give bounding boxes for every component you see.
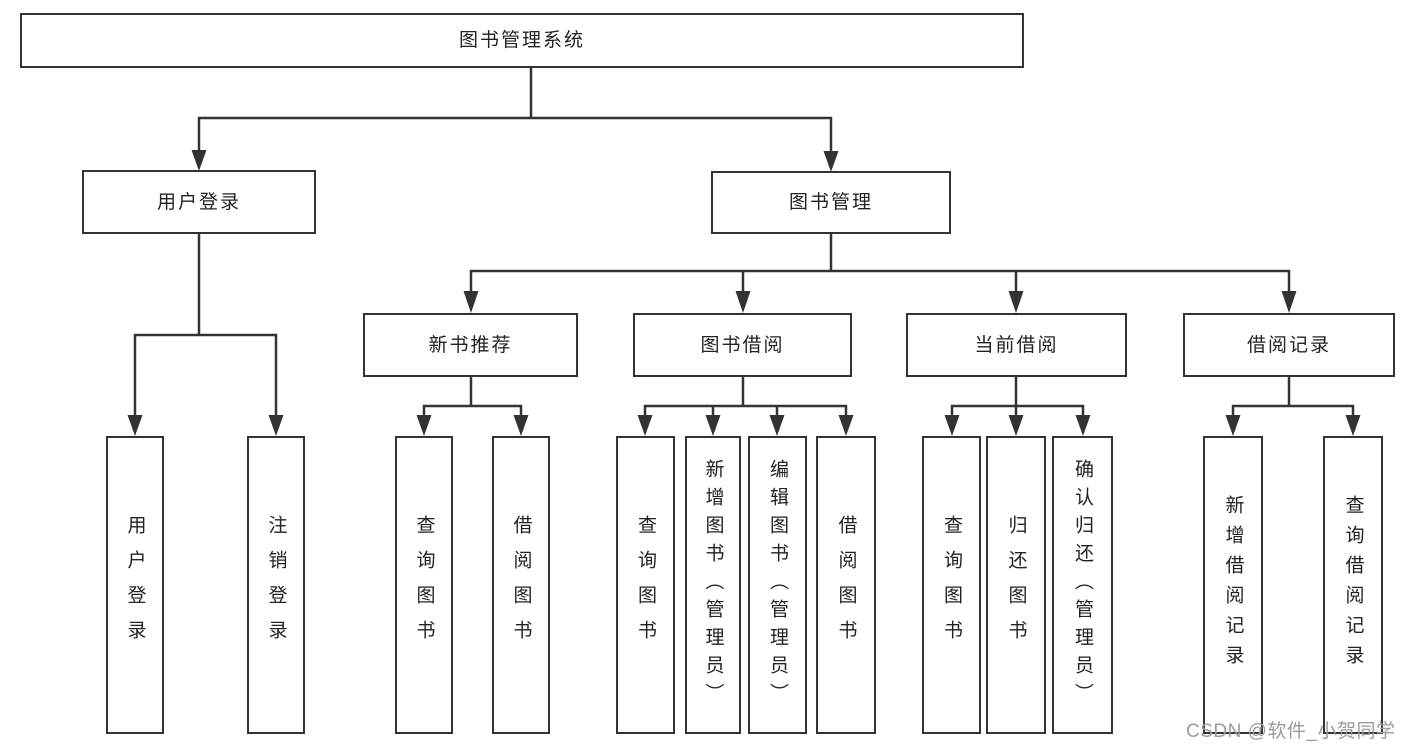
node-label: 用户登录 — [124, 515, 146, 655]
edges-borrowing-records — [1225, 375, 1361, 436]
node-book-borrowing: 图书借阅 — [633, 313, 852, 377]
csdn-watermark: CSDN @软件_小贺同学 — [1186, 721, 1396, 742]
node-leaf-borrow-books-2: 借阅图书 — [816, 436, 876, 734]
node-label: 编辑图书（管理员） — [767, 459, 788, 711]
edges-user-login — [127, 231, 284, 436]
node-leaf-confirm-return-admin: 确认归还（管理员） — [1052, 436, 1113, 734]
edges-new-book-recommendation — [416, 375, 529, 436]
node-label: 图书管理 — [788, 192, 873, 213]
node-label: 查询图书 — [941, 515, 962, 655]
node-leaf-borrow-books-1: 借阅图书 — [492, 436, 550, 734]
node-leaf-query-books-1: 查询图书 — [395, 436, 453, 734]
node-label: 注销登录 — [265, 515, 287, 655]
node-label: 借阅记录 — [1246, 334, 1331, 356]
node-label: 借阅图书 — [510, 515, 532, 655]
node-library-management-system: 图书管理系统 — [20, 13, 1024, 68]
node-leaf-query-borrow-record: 查询借阅记录 — [1323, 436, 1383, 734]
node-leaf-return-book: 归还图书 — [986, 436, 1046, 734]
node-label: 查询图书 — [635, 515, 656, 655]
node-borrowing-records: 借阅记录 — [1183, 313, 1395, 377]
node-label: 归还图书 — [1005, 515, 1027, 655]
node-new-book-recommendation: 新书推荐 — [363, 313, 578, 377]
node-leaf-query-books-3: 查询图书 — [922, 436, 981, 734]
node-label: 新增借阅记录 — [1222, 495, 1244, 675]
node-label: 当前借阅 — [974, 334, 1059, 356]
node-leaf-add-book-admin: 新增图书（管理员） — [685, 436, 741, 734]
node-label: 新书推荐 — [428, 334, 513, 356]
node-leaf-edit-book-admin: 编辑图书（管理员） — [748, 436, 807, 734]
edges-book-borrowing — [637, 375, 854, 436]
node-leaf-query-books-2: 查询图书 — [616, 436, 675, 734]
node-leaf-logout: 注销登录 — [247, 436, 305, 734]
node-label: 新增图书（管理员） — [702, 459, 724, 711]
node-label: 图书管理系统 — [458, 30, 585, 51]
node-book-management: 图书管理 — [711, 171, 951, 234]
edges-current-borrowing — [944, 375, 1091, 436]
node-label: 查询图书 — [413, 515, 435, 655]
node-current-borrowing: 当前借阅 — [906, 313, 1127, 377]
node-user-login: 用户登录 — [82, 170, 316, 234]
node-label: 确认归还（管理员） — [1072, 459, 1093, 711]
node-label: 查询借阅记录 — [1342, 495, 1364, 675]
node-label: 图书借阅 — [700, 334, 785, 356]
edges-book-management — [463, 232, 1297, 313]
node-label: 用户登录 — [156, 191, 241, 213]
node-label: 借阅图书 — [835, 515, 857, 655]
node-leaf-user-login: 用户登录 — [106, 436, 164, 734]
node-leaf-add-borrow-record: 新增借阅记录 — [1203, 436, 1263, 734]
edges-root — [191, 66, 839, 172]
